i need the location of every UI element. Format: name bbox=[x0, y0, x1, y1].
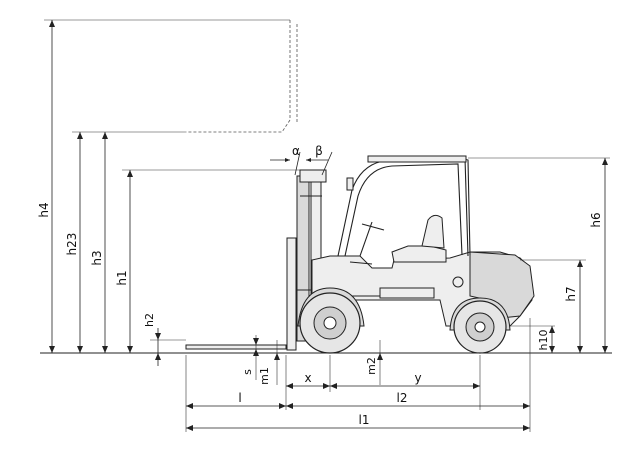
front-wheel bbox=[297, 287, 365, 354]
label-m1: m1 bbox=[258, 367, 271, 385]
dimension-l bbox=[186, 403, 286, 409]
dimension-h1 bbox=[127, 170, 133, 353]
mast bbox=[286, 169, 327, 351]
label-alpha: α bbox=[292, 144, 300, 158]
label-l2: l2 bbox=[397, 391, 408, 405]
label-m2: m2 bbox=[365, 357, 378, 375]
dimension-h6 bbox=[602, 158, 608, 353]
dimension-m1 bbox=[274, 340, 280, 385]
label-x: x bbox=[304, 371, 311, 385]
dimension-l1 bbox=[186, 425, 530, 431]
dimension-h4 bbox=[49, 20, 55, 353]
lowered-fork bbox=[185, 344, 287, 350]
dimension-h23 bbox=[77, 132, 83, 353]
dimension-l2 bbox=[286, 403, 530, 409]
label-h4: h4 bbox=[37, 202, 51, 217]
dimension-h3 bbox=[102, 132, 108, 353]
label-beta: β bbox=[315, 144, 323, 158]
dimension-h10 bbox=[549, 326, 555, 353]
label-h10: h10 bbox=[537, 330, 550, 351]
dimension-h7 bbox=[577, 260, 583, 353]
dimension-x bbox=[286, 383, 330, 389]
label-y: y bbox=[414, 371, 421, 385]
label-l1: l1 bbox=[359, 413, 370, 427]
rear-wheel bbox=[449, 297, 511, 354]
dimension-y bbox=[330, 383, 480, 389]
horizontal-extension-lines bbox=[185, 318, 531, 432]
label-h6: h6 bbox=[589, 212, 603, 227]
dimension-s bbox=[253, 335, 259, 380]
dimension-m2 bbox=[377, 340, 383, 385]
label-h1: h1 bbox=[115, 270, 129, 285]
label-s: s bbox=[241, 369, 254, 375]
right-extension-lines bbox=[468, 157, 610, 327]
label-h3: h3 bbox=[90, 250, 104, 265]
label-h23: h23 bbox=[65, 233, 79, 256]
label-h2: h2 bbox=[143, 313, 156, 327]
raised-load-outline bbox=[44, 19, 298, 133]
label-l: l bbox=[238, 391, 241, 405]
label-h7: h7 bbox=[564, 286, 578, 301]
dimension-h2 bbox=[155, 328, 161, 366]
tilt-angle-markers bbox=[270, 151, 333, 176]
height-extension-lines bbox=[72, 131, 300, 341]
